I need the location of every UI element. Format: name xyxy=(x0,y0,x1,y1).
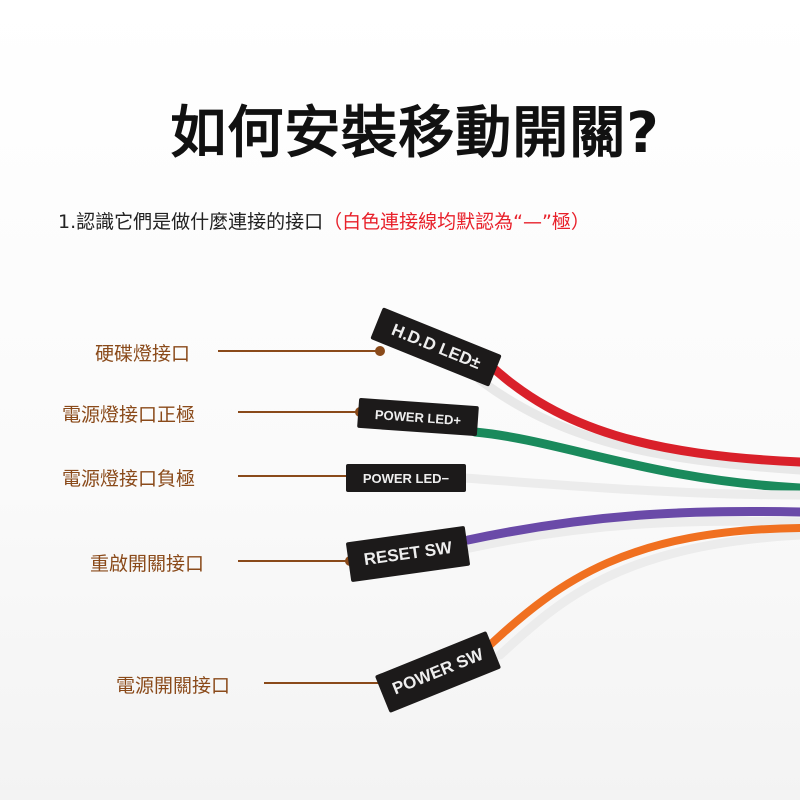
subtitle-note: （白色連接線均默認為“—”極） xyxy=(323,211,590,233)
label-power-switch: 電源開關接口 xyxy=(116,675,231,697)
subtitle: 1.認識它們是做什麼連接的接口（白色連接線均默認為“—”極） xyxy=(58,207,590,234)
orange-wire xyxy=(486,524,800,649)
white-wire xyxy=(465,516,800,553)
label-power-led-negative: 電源燈接口負極 xyxy=(62,468,196,490)
red-wire xyxy=(485,360,800,467)
white-wire xyxy=(495,530,800,660)
label-power-led-positive: 電源燈接口正極 xyxy=(62,404,196,426)
plug-power-led-negative: POWER LED− xyxy=(346,464,466,492)
green-wire xyxy=(470,427,800,493)
white-wire xyxy=(475,375,800,475)
purple-wire xyxy=(463,506,800,545)
label-hdd-led: 硬碟燈接口 xyxy=(95,343,191,365)
subtitle-text: 1.認識它們是做什麼連接的接口 xyxy=(58,211,324,233)
label-reset-switch: 重啟開關接口 xyxy=(90,553,205,575)
page-title: 如何安裝移動開關? xyxy=(170,101,660,166)
white-wire xyxy=(460,473,800,500)
